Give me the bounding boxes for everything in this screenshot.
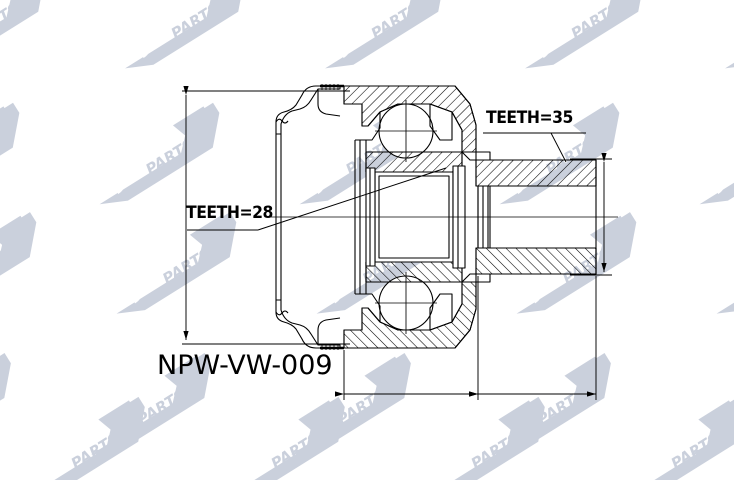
dimension-left-vertical <box>182 86 350 345</box>
teeth-right-leader <box>483 132 586 163</box>
